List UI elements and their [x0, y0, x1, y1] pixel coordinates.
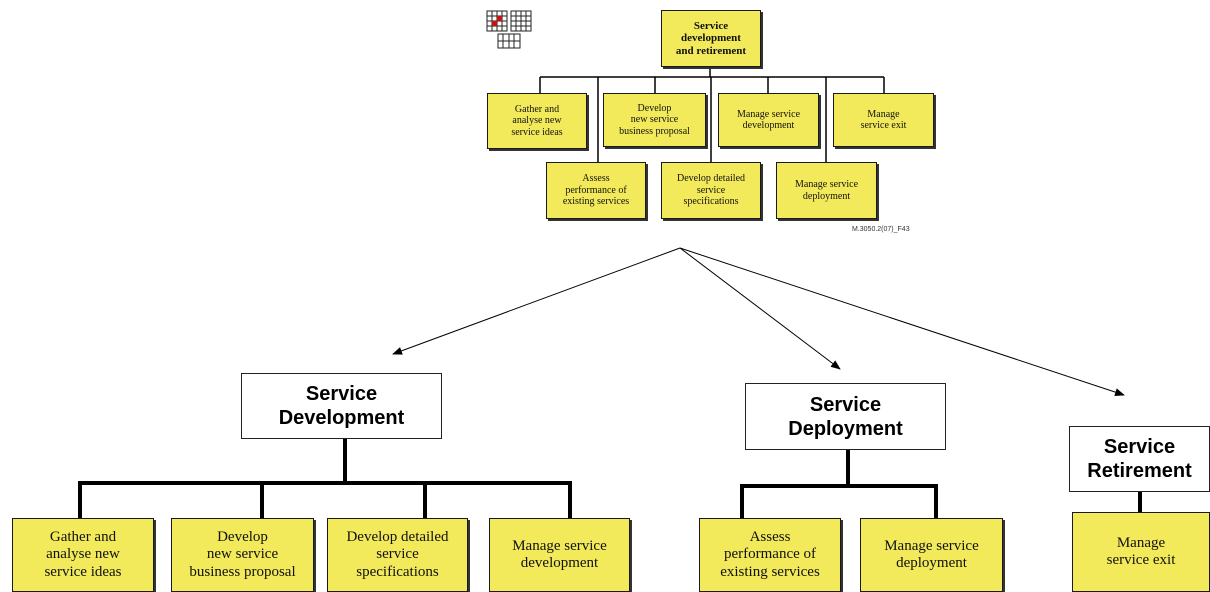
- group-connectors: [78, 439, 1142, 518]
- overview-node-manage-deployment: Manage service deployment: [776, 162, 877, 219]
- dev-item-business-proposal: Develop new service business proposal: [171, 518, 314, 592]
- dev-item-manage-development: Manage service development: [489, 518, 630, 592]
- deploy-item-manage-deployment: Manage service deployment: [860, 518, 1003, 592]
- dev-item-detailed-specifications: Develop detailed service specifications: [327, 518, 468, 592]
- group-title-service-deployment: Service Deployment: [745, 383, 946, 450]
- deploy-item-assess-performance: Assess performance of existing services: [699, 518, 841, 592]
- grid-icon: [486, 10, 532, 49]
- overview-node-detailed-specifications: Develop detailed service specifications: [661, 162, 761, 219]
- overview-root-box: Service development and retirement: [661, 10, 761, 67]
- dev-item-gather-ideas: Gather and analyse new service ideas: [12, 518, 154, 592]
- expansion-arrows: [392, 247, 1125, 396]
- retire-item-service-exit: Manage service exit: [1072, 512, 1210, 592]
- overview-connectors: [539, 67, 885, 162]
- overview-node-business-proposal: Develop new service business proposal: [603, 93, 706, 147]
- overview-node-service-exit: Manage service exit: [833, 93, 934, 147]
- overview-node-manage-development: Manage service development: [718, 93, 819, 147]
- group-title-service-development: Service Development: [241, 373, 442, 439]
- group-title-service-retirement: Service Retirement: [1069, 426, 1210, 492]
- overview-node-assess-performance: Assess performance of existing services: [546, 162, 646, 219]
- overview-node-gather-ideas: Gather and analyse new service ideas: [487, 93, 587, 149]
- figure-reference: M.3050.2(07)_F43: [852, 226, 910, 233]
